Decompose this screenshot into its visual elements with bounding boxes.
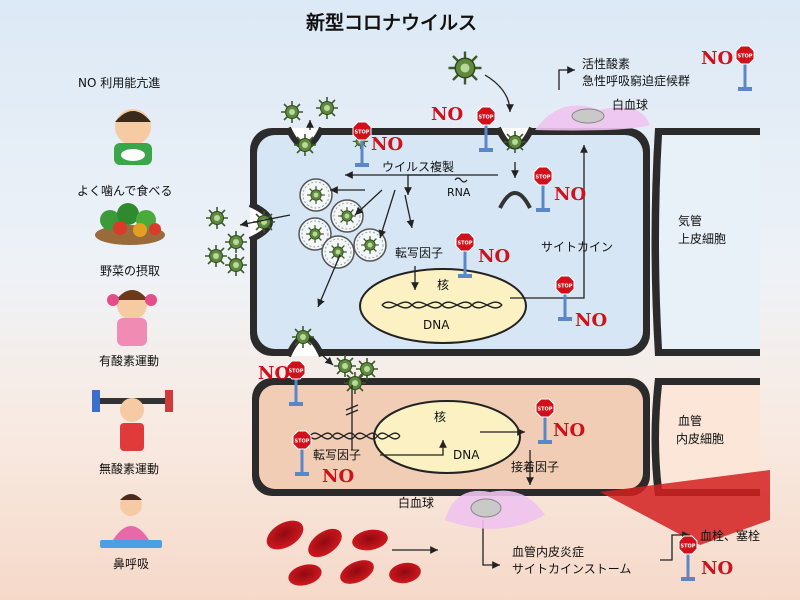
endothelial-nucleus [373, 400, 521, 474]
endothelial-nucleus-label: 核 [434, 410, 447, 424]
sidebar-item-label: 野菜の摂取 [100, 264, 161, 278]
no-label: NO [431, 104, 464, 125]
airway-cell-label: 気管 [678, 214, 703, 228]
ards-label: 急性呼吸窮迫症候群 [582, 74, 691, 88]
cytokine-label: サイトカイン [541, 240, 614, 254]
blocked-pathway [345, 385, 359, 450]
wbc-bottom-label: 白血球 [398, 496, 435, 510]
weightlifting-icon [92, 390, 173, 451]
airway-nucleus-label: 核 [437, 278, 450, 292]
no-label: NO [701, 558, 734, 579]
airway-cell-label: 上皮細胞 [678, 232, 727, 246]
sidebar-header: NO 利用能亢進 [78, 76, 161, 90]
red-blood-cells [266, 520, 421, 586]
sidebar-item-label: 有酸素運動 [99, 354, 160, 368]
no-label: NO [478, 246, 511, 267]
sidebar-item-label: 無酸素運動 [99, 462, 160, 476]
endothelial-cell-label: 血管 [678, 414, 703, 428]
endothelial-transcription-factor-label: 転写因子 [313, 448, 362, 462]
endothelial-cell-label: 内皮細胞 [676, 432, 725, 446]
white-blood-cell-bottom [445, 490, 545, 529]
white-blood-cell-top [535, 105, 650, 131]
page-title: 新型コロナウイルス [306, 12, 478, 34]
ros-label: 活性酸素 [582, 57, 631, 71]
meditation-icon [100, 494, 162, 548]
airway-transcription-factor-label: 転写因子 [395, 246, 444, 260]
thrombosis-label: 血栓、塞栓 [700, 529, 761, 543]
airway-dna-label: DNA [423, 318, 450, 332]
boy-eating-icon [114, 109, 152, 165]
no-label: NO [554, 184, 587, 205]
rna-strand [454, 177, 468, 183]
endothelial-dna-label: DNA [453, 448, 480, 462]
girl-running-icon [107, 290, 157, 346]
no-label: NO [371, 134, 404, 155]
no-label: NO [575, 310, 608, 331]
vegetables-icon [95, 203, 165, 245]
virus-replication-label: ウイルス複製 [382, 160, 455, 174]
pathway-arrows [239, 66, 690, 569]
vascular-inflammation-label: 血管内皮炎症 [512, 545, 585, 559]
sidebar-item-label: よく噛んで食べる [77, 184, 173, 198]
no-label: NO [258, 363, 291, 384]
no-label: NO [701, 48, 734, 69]
no-label: NO [553, 420, 586, 441]
no-label: NO [322, 466, 355, 487]
wbc-top-label: 白血球 [612, 98, 649, 112]
sidebar-item-label: 鼻呼吸 [113, 557, 150, 571]
airway-cell [250, 128, 760, 356]
adhesion-factor-label: 接着因子 [511, 460, 560, 474]
cytokine-storm-label: サイトカインストーム [512, 562, 632, 576]
rna-label: RNA [447, 186, 471, 199]
